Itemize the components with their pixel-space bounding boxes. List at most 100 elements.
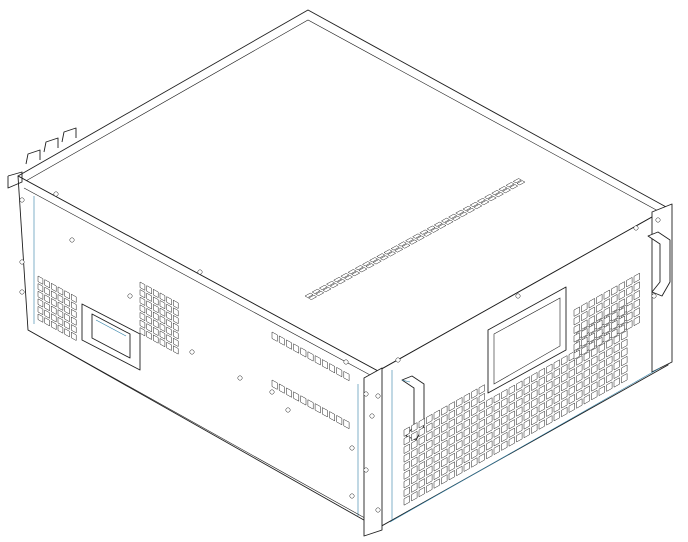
front-grille-hole — [456, 405, 463, 416]
side-grille-hole — [37, 275, 44, 285]
top-vent-slot — [480, 200, 490, 206]
front-grille-hole — [583, 368, 590, 379]
front-grille-hole — [418, 469, 425, 481]
front-grille-hole — [463, 461, 470, 472]
top-vent-slot — [433, 221, 443, 227]
side-handle — [81, 303, 141, 371]
top-vent-slot — [419, 229, 429, 235]
front-grille-hole — [576, 381, 583, 392]
front-grille-hole — [561, 372, 568, 383]
front-grille-hole — [576, 355, 583, 366]
front-grille-hole — [433, 418, 440, 429]
side-grille-hole — [146, 330, 152, 340]
front-grille-hole — [441, 439, 448, 451]
front-grille-hole — [403, 435, 410, 446]
front-grille-hole — [433, 478, 440, 489]
side-grille-hole — [173, 322, 179, 332]
front-grille-hole — [403, 469, 410, 480]
side-grille-hole — [166, 296, 172, 306]
front-grille-hole — [463, 427, 470, 438]
front-grille-hole — [516, 414, 523, 426]
front-grille-hole — [546, 397, 553, 409]
side-grille-hole — [159, 315, 166, 325]
front-grille-hole — [523, 401, 530, 413]
front-grille-hole — [633, 307, 640, 318]
front-grille-hole — [633, 281, 640, 292]
front-grille-perforation — [403, 272, 640, 506]
front-grille-hole — [411, 439, 418, 450]
front-grille-hole — [611, 293, 618, 305]
side-grille-rear — [37, 275, 77, 341]
side-grille-hole — [146, 307, 152, 318]
front-grille-hole — [433, 409, 440, 420]
top-vent-slot — [415, 235, 425, 241]
side-grille-hole — [57, 294, 64, 304]
front-grille-hole — [606, 364, 613, 375]
top-vent-slot — [440, 217, 450, 223]
screw-hole — [127, 293, 133, 299]
side-grille-hole — [153, 334, 159, 344]
front-grille-hole — [531, 389, 538, 400]
front-grille-hole — [426, 465, 433, 476]
front-grille-hole — [471, 457, 478, 468]
front-grille-hole — [613, 342, 620, 354]
front-grille-hole — [561, 363, 568, 375]
side-grille-hole — [51, 282, 57, 293]
side-grille-hole — [173, 330, 179, 340]
front-grille-hole — [456, 422, 463, 434]
top-vent-slot — [315, 291, 325, 296]
front-grille-hole — [418, 417, 425, 429]
front-grille-hole — [471, 448, 478, 460]
front-grille-hole — [588, 323, 595, 335]
front-grille-hole — [611, 319, 618, 331]
front-grille-hole — [618, 298, 625, 309]
front-grille-hole — [573, 306, 580, 317]
front-grille-hole — [588, 297, 595, 309]
top-vent-slot — [344, 275, 354, 281]
top-vent-slot — [333, 277, 343, 283]
side-grille-hole — [64, 312, 70, 323]
front-grille-hole — [411, 473, 418, 485]
front-grille-hole — [508, 401, 515, 413]
front-grille-hole — [486, 397, 493, 408]
front-grille-hole — [553, 376, 560, 387]
front-grille-hole — [606, 355, 613, 367]
side-grille-hole — [64, 320, 70, 330]
front-grille-hole — [501, 440, 508, 451]
side-vent-slots — [271, 331, 350, 430]
top-vent-slot — [383, 249, 393, 255]
front-grille-hole — [448, 444, 455, 455]
front-grille-hole — [418, 443, 425, 455]
front-grille-hole — [553, 385, 560, 396]
screw-hole — [285, 407, 291, 413]
front-grille-hole — [478, 384, 485, 395]
front-grille-hole — [516, 380, 523, 391]
front-grille-hole — [486, 414, 493, 425]
side-grille-hole — [139, 296, 146, 306]
front-grille-hole — [486, 423, 493, 434]
side-grille-hole — [37, 290, 44, 300]
front-grille-hole — [426, 439, 433, 451]
side-vent-slot — [307, 351, 314, 362]
front-grille-hole — [583, 376, 590, 388]
front-grille-hole — [508, 384, 515, 396]
front-grille-hole — [603, 315, 610, 326]
screw-hole — [69, 237, 75, 243]
front-grille-hole — [611, 311, 618, 322]
side-vent-slot — [286, 387, 292, 398]
front-grille-hole — [581, 310, 588, 322]
front-grille-hole — [538, 367, 545, 379]
top-vent-slot — [325, 281, 336, 286]
side-grille-hole — [57, 286, 64, 296]
side-grille-hole — [153, 296, 159, 306]
side-grille-hole — [37, 305, 44, 316]
side-grille-hole — [64, 297, 70, 307]
front-grille-hole — [576, 389, 583, 401]
side-grille-hole — [57, 309, 64, 319]
front-grille-hole — [456, 448, 463, 459]
screw-hole — [655, 217, 661, 223]
front-grille-hole — [523, 419, 530, 430]
screw-hole — [369, 413, 375, 419]
side-grille-hole — [139, 327, 146, 337]
side-vent-slot — [293, 391, 300, 402]
